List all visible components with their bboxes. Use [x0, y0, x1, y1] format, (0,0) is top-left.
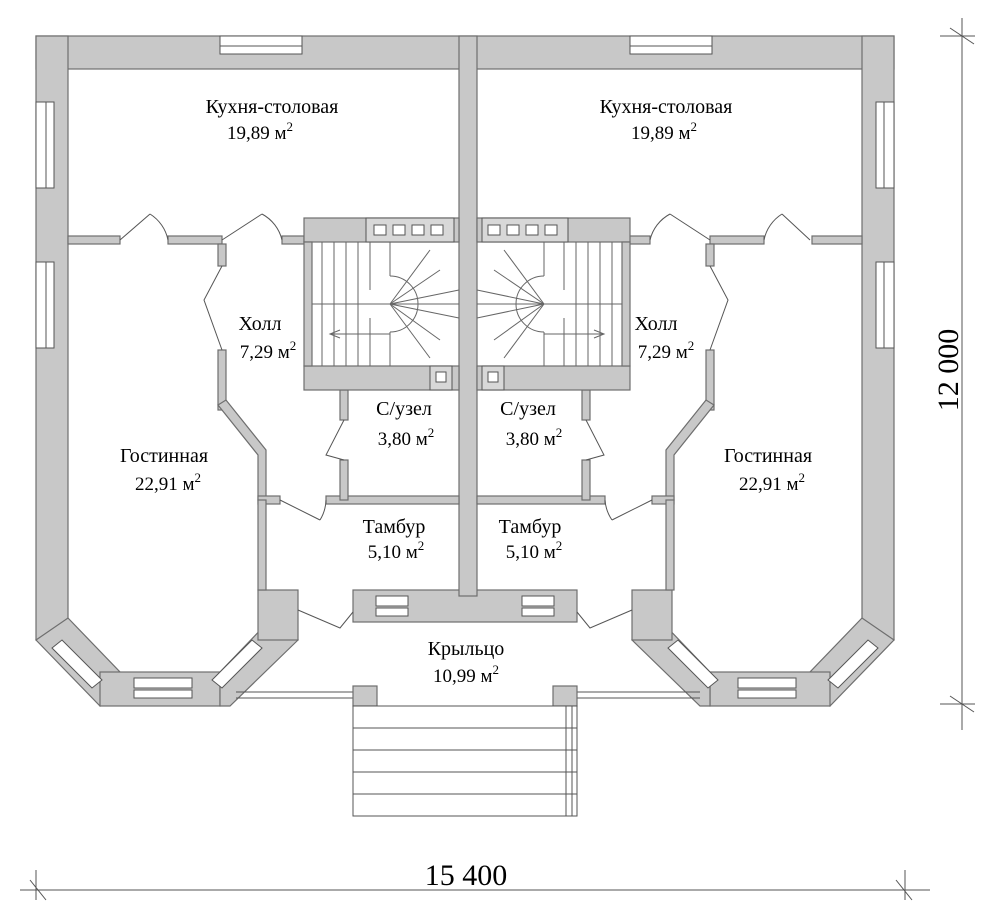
living-left-name: Гостинная: [120, 445, 208, 467]
kitchen-left-area: 19,89 м2: [227, 119, 293, 144]
dimension-lines: [20, 18, 975, 901]
hall-left-name: Холл: [239, 313, 282, 335]
vestibule-left-name: Тамбур: [363, 516, 426, 538]
living-right-name: Гостинная: [724, 445, 812, 467]
porch: [236, 685, 700, 817]
room-labels: Кухня-столовая 19,89 м2 Кухня-столовая 1…: [120, 96, 812, 687]
bath-right-area: 3,80 м2: [506, 425, 563, 450]
staircase-right: [476, 242, 622, 366]
height-dimension: 12 000: [932, 329, 965, 412]
hall-left-area: 7,29 м2: [240, 338, 297, 363]
kitchen-right-area: 19,89 м2: [631, 119, 697, 144]
kitchen-left-name: Кухня-столовая: [206, 96, 339, 118]
staircase-left: [312, 242, 460, 366]
vestibule-left-area: 5,10 м2: [368, 538, 425, 563]
bath-right-name: С/узел: [500, 398, 556, 420]
vent-blocks: [365, 217, 569, 391]
windows: [35, 35, 895, 699]
living-left-area: 22,91 м2: [135, 470, 201, 495]
porch-name: Крыльцо: [428, 638, 505, 660]
hall-right-area: 7,29 м2: [638, 338, 695, 363]
kitchen-right-name: Кухня-столовая: [600, 96, 733, 118]
bath-left-area: 3,80 м2: [378, 425, 435, 450]
vestibule-right-name: Тамбур: [499, 516, 562, 538]
porch-area: 10,99 м2: [433, 662, 499, 687]
inner-walls: [67, 35, 863, 597]
hall-right-name: Холл: [635, 313, 678, 335]
living-right-area: 22,91 м2: [739, 470, 805, 495]
bath-left-name: С/узел: [376, 398, 432, 420]
width-dimension: 15 400: [425, 859, 508, 892]
doors: [119, 213, 811, 629]
vestibule-right-area: 5,10 м2: [506, 538, 563, 563]
